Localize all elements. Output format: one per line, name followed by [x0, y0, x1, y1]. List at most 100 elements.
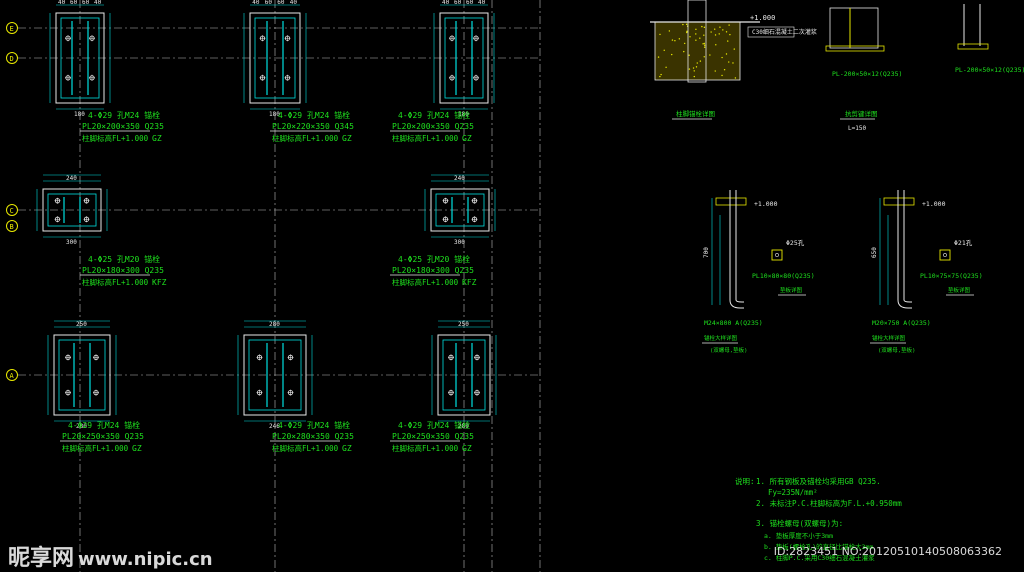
concrete-hatch — [727, 40, 728, 41]
concrete-hatch — [710, 31, 711, 32]
dimension-label: 60 — [265, 0, 273, 6]
concrete-hatch — [671, 54, 672, 55]
plate-spec-label: PL20×280×350 Q235 — [272, 432, 354, 441]
concrete-hatch — [735, 77, 736, 78]
plate-level-label: 柱脚标高FL+1.000 — [82, 277, 149, 287]
anchor-hook — [904, 300, 912, 302]
column-base-section: +1.000C30细石混凝土二次灌浆柱脚锚栓详图 — [650, 0, 817, 119]
concrete-hatch — [683, 51, 684, 52]
concrete-hatch — [669, 30, 670, 31]
anchor-caption: 锚栓大样详图 — [872, 334, 906, 342]
concrete-hatch — [689, 36, 690, 37]
anchor-washer — [716, 198, 746, 205]
plate-code-label: KFZ — [462, 278, 477, 287]
concrete-hatch — [684, 43, 685, 44]
concrete-hatch — [682, 24, 683, 25]
dimension-label: 40 — [58, 0, 66, 6]
base-plate-r3c1: 2502804-Φ29 孔M24 锚栓PL20×250×350 Q235柱脚标高… — [48, 321, 144, 453]
concrete-hatch — [704, 43, 705, 44]
note-1b: Fy=235N/mm² — [768, 488, 818, 497]
anchor-length: 650 — [871, 247, 878, 258]
dimension-label: 240 — [454, 175, 465, 182]
dimension-label: 60 — [454, 0, 462, 6]
concrete-hatch — [721, 75, 722, 76]
base-plate-r2c3: 2403004-Φ25 孔M20 锚栓PL20×180×300 Q235柱脚标高… — [390, 175, 495, 287]
concrete-hatch — [734, 48, 735, 49]
dimension-label: 60 — [70, 0, 78, 6]
washer-caption: 垫板详图 — [948, 286, 971, 294]
washer-spec: PL10×80×80(Q235) — [752, 272, 815, 280]
concrete-hatch — [672, 39, 673, 40]
concrete-hatch — [715, 34, 716, 35]
axis-bubble-label: B — [10, 223, 14, 231]
anchor-bolt-detail: 700+1.000M24×800 A(Q235)锚栓大样详图(双螺母,垫板)Φ2… — [702, 190, 815, 354]
dimension-label: 280 — [269, 321, 280, 328]
concrete-hatch — [694, 70, 695, 71]
concrete-hatch — [679, 38, 680, 39]
plate-spec-label: PL20×200×350 Q235 — [392, 122, 474, 131]
dimension-label: 240 — [66, 175, 77, 182]
plate-spec-label: PL20×180×300 Q235 — [392, 266, 474, 275]
plate-bolt-label: 4-Φ29 孔M24 锚栓 — [68, 420, 140, 430]
base-plate-r3c3: 2502804-Φ29 孔M24 锚栓PL20×250×350 Q235柱脚标高… — [390, 321, 496, 453]
plate-inner — [436, 194, 484, 226]
axis-bubble-label: D — [10, 55, 14, 63]
plate-level-label: 柱脚标高FL+1.000 — [392, 133, 459, 143]
note-2: 2. 未标注P.C.柱脚标高为F.L.+0.950mm — [756, 498, 902, 508]
concrete-hatch — [699, 37, 700, 38]
washer-hole — [943, 253, 946, 256]
note-3: 3. 锚栓螺母(双螺母)为: — [756, 518, 843, 528]
base-plate-r1c1: 406060401804-Φ29 孔M24 锚栓PL20×200×350 Q23… — [50, 0, 164, 143]
anchor-length: 700 — [703, 247, 710, 258]
shear-key-plate — [826, 46, 884, 51]
anchor-spec: M24×800 A(Q235) — [704, 319, 763, 327]
concrete-hatch — [719, 26, 720, 27]
anchor-bolt-detail: 650+1.000M20×750 A(Q235)锚栓大样详图(双螺母,垫板)Φ2… — [870, 190, 983, 354]
anchor-spec: M20×750 A(Q235) — [872, 319, 931, 327]
concrete-hatch — [732, 62, 733, 63]
anchor-caption: 锚栓大样详图 — [704, 334, 738, 342]
dimension-label: 40 — [290, 0, 298, 6]
note-1: 1. 所有钢板及锚栓均采用GB Q235. — [756, 476, 881, 486]
concrete-hatch — [693, 67, 694, 68]
anchor-sub: (双螺母,垫板) — [878, 346, 915, 354]
concrete-hatch — [726, 31, 727, 32]
shear-key-section: PL-200×50×12(Q235) 抗剪键详图 L=150 — [826, 8, 902, 132]
concrete-hatch — [659, 76, 660, 77]
section-note: L=150 — [848, 125, 866, 132]
plate-level-label: 柱脚标高FL+1.000 — [272, 443, 339, 453]
concrete-hatch — [724, 69, 725, 70]
note-3a: a. 垫板厚度不小于3mm — [764, 531, 833, 540]
concrete-hatch — [704, 47, 705, 48]
plate-level-label: 柱脚标高FL+1.000 — [272, 133, 339, 143]
plate-code-label: GZ — [342, 134, 352, 143]
washer-square — [772, 250, 782, 260]
base-plate-r3c2: 2802464-Φ29 孔M24 锚栓PL20×280×350 Q235柱脚标高… — [238, 321, 354, 453]
concrete-hatch — [694, 76, 695, 77]
plate-code-label: KFZ — [152, 278, 167, 287]
base-plate-r2c1: 2403004-Φ25 孔M20 锚栓PL20×180×300 Q235柱脚标高… — [37, 175, 167, 287]
section-caption: 抗剪键详图 — [845, 109, 878, 118]
watermark-id: ID:2823451 NO:20120510140508063362 — [774, 545, 1002, 558]
concrete-hatch — [697, 62, 698, 63]
concrete-hatch — [728, 24, 729, 25]
dimension-label: 300 — [454, 239, 465, 246]
plate-bolt-label: 4-Φ29 孔M24 锚栓 — [398, 110, 470, 120]
concrete-hatch — [695, 40, 696, 41]
concrete-hatch — [715, 44, 716, 45]
shear-plate-spec: PL-200×50×12(Q235) — [832, 70, 902, 78]
axis-bubble-label: C — [10, 207, 14, 215]
plate-code-label: GZ — [462, 134, 472, 143]
concrete-hatch — [695, 33, 696, 34]
concrete-hatch — [658, 56, 659, 57]
concrete-pedestal — [655, 22, 740, 80]
plate-bolt-label: 4-Φ25 孔M20 锚栓 — [88, 254, 160, 264]
stiffener-plate — [958, 44, 988, 49]
plate-bolt-label: 4-Φ25 孔M20 锚栓 — [398, 254, 470, 264]
dimension-label: 180 — [74, 111, 85, 118]
plate-spec-label: PL20×250×350 Q235 — [392, 432, 474, 441]
washer-spec: PL10×75×75(Q235) — [920, 272, 983, 280]
base-plate-r1c2: 406060401804-Φ29 孔M24 锚栓PL20×220×350 Q34… — [244, 0, 354, 143]
concrete-hatch — [689, 68, 690, 69]
